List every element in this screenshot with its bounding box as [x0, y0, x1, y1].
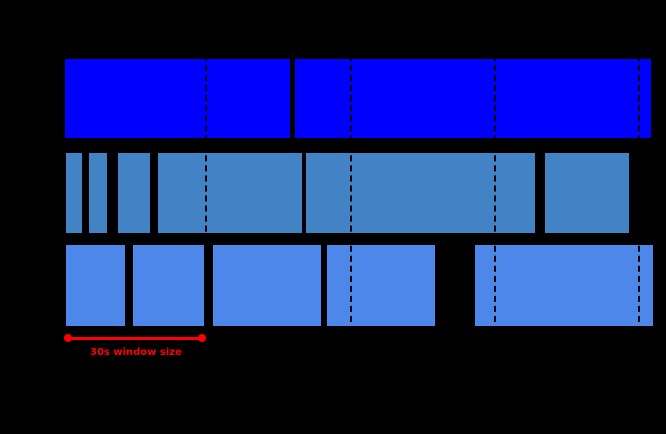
- window-size-arrow-right-dot: [198, 334, 206, 342]
- window-size-label: 30s window size: [90, 347, 182, 358]
- bar-segment: [295, 59, 651, 138]
- bar-segment: [66, 245, 125, 326]
- bar-segment: [158, 153, 302, 233]
- bar-segment: [213, 245, 321, 326]
- window-boundary-dashed-line: [638, 55, 640, 332]
- window-boundary-dashed-line: [494, 55, 496, 332]
- window-size-arrow-line: [68, 337, 202, 340]
- bar-segment: [65, 59, 290, 138]
- bar-segment: [89, 153, 107, 233]
- bar-row-2: [0, 153, 666, 233]
- bar-segment: [327, 245, 435, 326]
- bar-segment: [66, 153, 82, 233]
- window-size-arrow-left-dot: [64, 334, 72, 342]
- bar-segment: [545, 153, 629, 233]
- bar-row-3: [0, 245, 666, 326]
- bar-segment: [306, 153, 535, 233]
- bar-segment: [133, 245, 204, 326]
- window-boundary-dashed-line: [350, 55, 352, 332]
- bar-segment: [118, 153, 150, 233]
- bar-row-1: [0, 59, 666, 138]
- window-boundary-dashed-line: [205, 55, 207, 332]
- bar-segment: [475, 245, 653, 326]
